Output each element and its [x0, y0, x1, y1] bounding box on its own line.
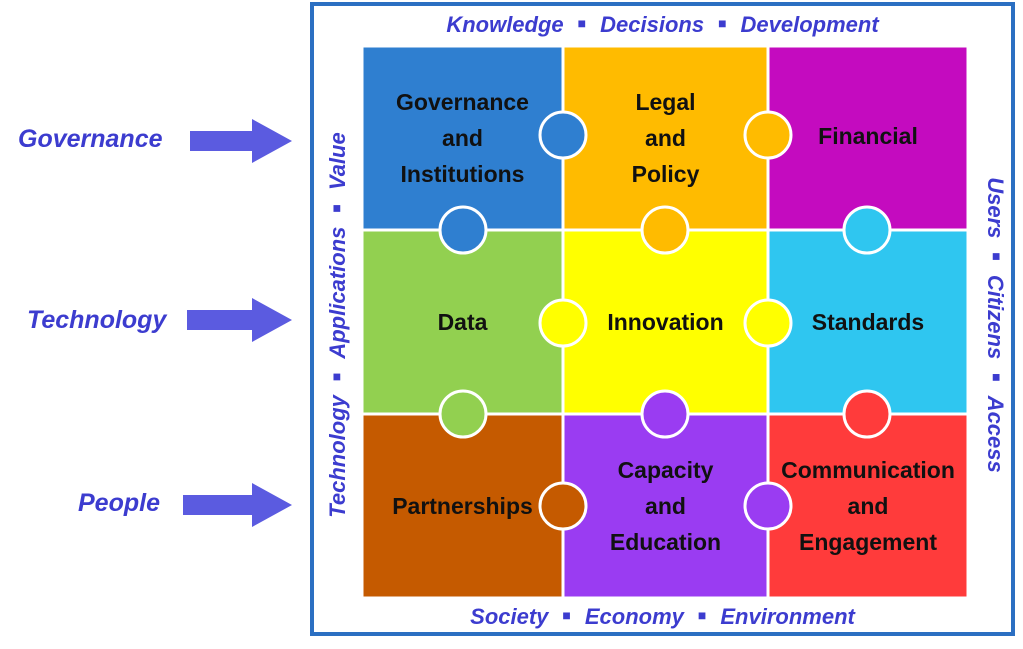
puzzle-tab [438, 205, 488, 255]
puzzle-piece-legal-policy [561, 44, 770, 232]
piece-label: and [848, 493, 889, 519]
pillar-label: Technology [27, 306, 167, 334]
framework-frame [310, 2, 1015, 636]
piece-label: Policy [632, 161, 700, 187]
puzzle-tab [743, 481, 793, 531]
piece-label: Communication [781, 457, 955, 483]
separator-icon: ■ [697, 607, 707, 623]
edge-top-labels: Knowledge ■ Decisions ■ Development [310, 8, 1015, 42]
puzzle-piece-data [360, 228, 565, 416]
puzzle-tab [538, 298, 588, 348]
piece-label: and [442, 125, 483, 151]
piece-label: Innovation [607, 309, 723, 335]
edge-label: Society [470, 604, 549, 629]
puzzle-tab [743, 110, 793, 160]
edge-label: Decisions [600, 12, 705, 37]
piece-label: Data [438, 309, 488, 335]
piece-label: Institutions [401, 161, 525, 187]
arrow-right-icon [187, 298, 292, 342]
puzzle-piece-governance-institutions [360, 44, 565, 232]
puzzle-piece-partnerships [360, 412, 565, 600]
puzzle-piece-capacity-education [561, 412, 770, 600]
arrow-right-icon [183, 483, 292, 527]
puzzle-tab [743, 298, 793, 348]
piece-label: Engagement [799, 529, 937, 555]
separator-icon: ■ [718, 15, 727, 31]
pillar-label: Governance [18, 125, 163, 153]
puzzle-tab [438, 389, 488, 439]
puzzle-tab [538, 110, 588, 160]
edge-label: Environment [720, 604, 855, 629]
edge-label: Knowledge [446, 12, 564, 37]
edge-label: Economy [584, 604, 684, 629]
piece-label: and [645, 125, 686, 151]
piece-label: and [645, 493, 686, 519]
pillar-governance: Governance [0, 110, 300, 170]
piece-label: Capacity [618, 457, 714, 483]
piece-label: Governance [396, 89, 529, 115]
pillar-technology: Technology [0, 290, 300, 350]
edge-bottom-labels: Society ■ Economy ■ Environment [310, 600, 1015, 634]
puzzle-pieces [360, 44, 970, 600]
piece-label: Standards [812, 309, 924, 335]
piece-label: Legal [635, 89, 695, 115]
puzzle-labels: GovernanceandInstitutionsLegalandPolicyF… [392, 89, 955, 555]
separator-icon: ■ [577, 15, 587, 31]
piece-label: Education [610, 529, 721, 555]
separator-icon: ■ [562, 607, 571, 623]
puzzle-piece-innovation [561, 228, 770, 416]
puzzle-tab [842, 389, 892, 439]
puzzle-tab [640, 389, 690, 439]
puzzle-tabs [438, 110, 892, 531]
puzzle-piece-standards [766, 228, 970, 416]
pillar-people: People [0, 474, 300, 534]
puzzle-piece-financial [766, 44, 970, 232]
puzzle-tab [842, 205, 892, 255]
puzzle-tab [538, 481, 588, 531]
piece-label: Financial [818, 123, 918, 149]
puzzle-tab [640, 205, 690, 255]
pillar-label: People [78, 489, 160, 517]
arrow-right-icon [190, 119, 292, 163]
piece-label: Partnerships [392, 493, 533, 519]
edge-label: Development [740, 12, 879, 37]
